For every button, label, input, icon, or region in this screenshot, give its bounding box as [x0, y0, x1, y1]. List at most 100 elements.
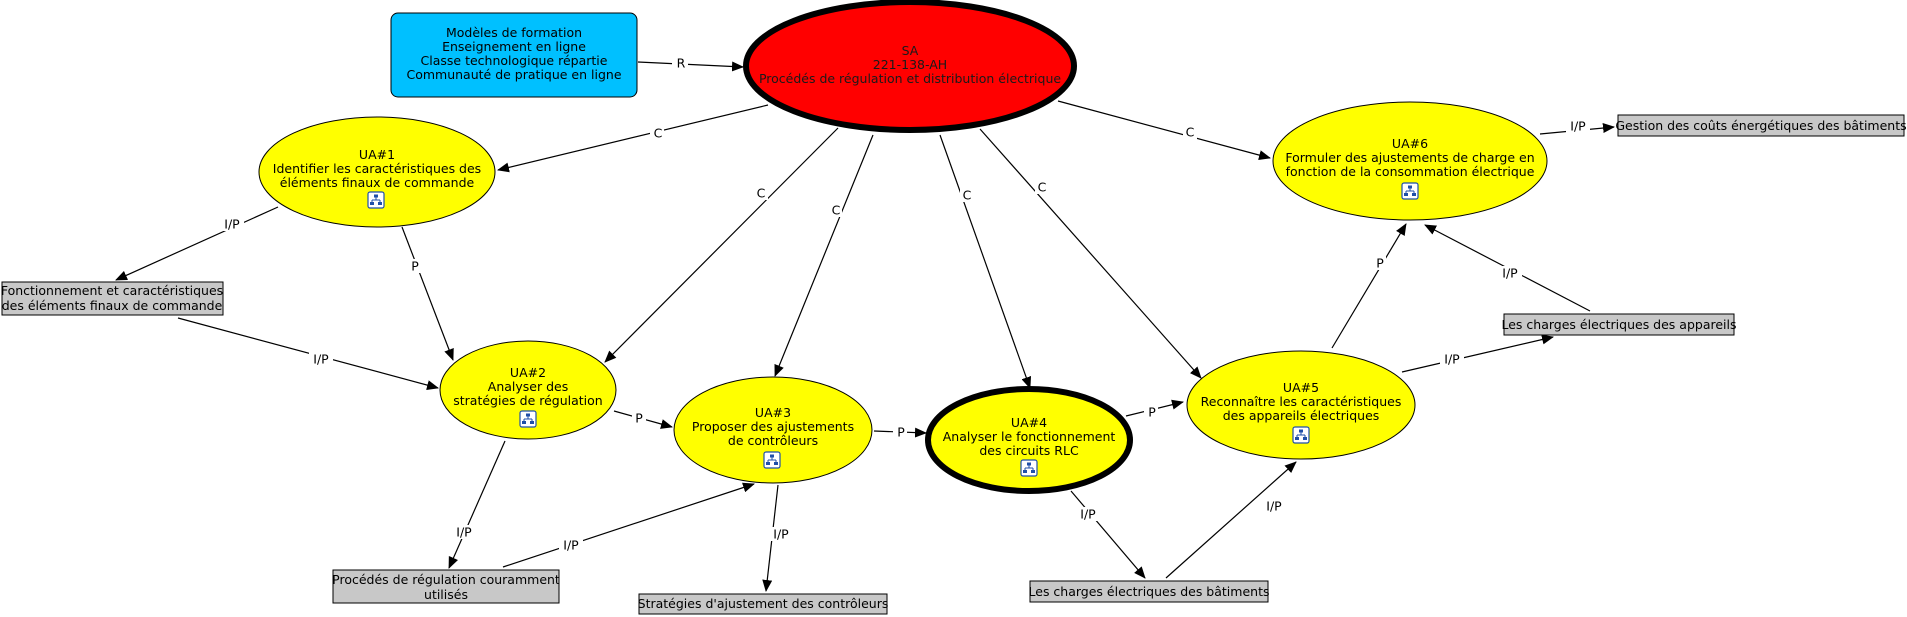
- source-box: [390, 12, 638, 98]
- edge-label-p: P: [411, 259, 419, 274]
- edge-label-p: P: [897, 425, 905, 440]
- resource-node-r1[interactable]: Fonctionnement et caractéristiques des é…: [1, 281, 224, 316]
- edge-label-ip: I/P: [563, 538, 579, 553]
- svg-text:221-138-AH: 221-138-AH: [873, 57, 947, 72]
- resource-line: utilisés: [424, 587, 468, 602]
- hierarchy-icon[interactable]: [1401, 182, 1419, 200]
- unit-line: des appareils électriques: [1223, 408, 1380, 423]
- unit-node-ua6[interactable]: UA#6 Formuler des ajustements de charge …: [1272, 101, 1548, 221]
- svg-text:Enseignement en ligne: Enseignement en ligne: [442, 39, 586, 54]
- resource-box: [332, 569, 560, 604]
- svg-text:Analyser le fonctionnement: Analyser le fonctionnement: [943, 429, 1116, 444]
- unit-ellipse: [925, 386, 1133, 494]
- svg-text:Identifier les caractéristique: Identifier les caractéristiques des: [273, 161, 481, 176]
- edge-ua5-to-r5: [1401, 334, 1554, 373]
- source-node[interactable]: Modèles de formation Enseignement en lig…: [390, 12, 638, 98]
- resource-box: [1503, 313, 1735, 336]
- hierarchy-icon[interactable]: [519, 410, 537, 428]
- svg-text:Les charges électriques des bâ: Les charges électriques des bâtiments: [1029, 584, 1270, 599]
- unit-line: Identifier les caractéristiques des: [273, 161, 481, 176]
- edge-label-ip: I/P: [1444, 352, 1460, 367]
- resource-node-r6[interactable]: Gestion des coûts énergétiques des bâtim…: [1615, 114, 1907, 137]
- edge-label-ip: I/P: [1502, 266, 1518, 281]
- unit-ellipse: [439, 340, 617, 440]
- resource-node-r2[interactable]: Procédés de régulation couramment utilis…: [332, 569, 560, 604]
- svg-text:Reconnaître les caractéristiqu: Reconnaître les caractéristiques: [1201, 394, 1402, 409]
- edge-label-ip: I/P: [1080, 507, 1096, 522]
- unit-line: Formuler des ajustements de charge en: [1285, 150, 1534, 165]
- sa-ellipse: [743, 0, 1077, 133]
- sa-node[interactable]: SA 221-138-AH Procédés de régulation et …: [743, 0, 1077, 133]
- svg-text:UA#4: UA#4: [1011, 415, 1047, 430]
- svg-text:Analyser des: Analyser des: [488, 379, 568, 394]
- unit-node-ua4[interactable]: UA#4 Analyser le fonctionnement des circ…: [925, 386, 1133, 494]
- svg-text:UA#6: UA#6: [1392, 136, 1428, 151]
- edge-ua1-to-r1: [115, 206, 279, 281]
- svg-text:de contrôleurs: de contrôleurs: [728, 433, 818, 448]
- edge-ua1-to-ua2: [401, 226, 454, 361]
- edge-r2-to-ua3: [502, 482, 755, 568]
- unit-title: UA#5: [1283, 380, 1319, 395]
- unit-line: Analyser le fonctionnement: [943, 429, 1116, 444]
- unit-line: Proposer des ajustements: [692, 419, 854, 434]
- edge-r4-to-ua5: [1165, 461, 1297, 579]
- svg-text:des appareils électriques: des appareils électriques: [1223, 408, 1380, 423]
- hierarchy-icon[interactable]: [1020, 459, 1038, 477]
- edge-sa-to-ua2: [604, 127, 839, 363]
- unit-ellipse: [1186, 350, 1416, 460]
- edge-source-to-sa: [637, 61, 744, 72]
- sa-title: SA: [902, 43, 919, 58]
- unit-node-ua2[interactable]: UA#2 Analyser des stratégies de régulati…: [439, 340, 617, 440]
- edge-label-c: C: [1038, 180, 1047, 195]
- edge-label-c: C: [963, 188, 972, 203]
- svg-text:des éléments finaux de command: des éléments finaux de commande: [2, 298, 223, 313]
- edge-label-p: P: [1376, 256, 1384, 271]
- svg-text:UA#5: UA#5: [1283, 380, 1319, 395]
- svg-text:Classe technologique répartie: Classe technologique répartie: [421, 53, 608, 68]
- svg-text:des circuits RLC: des circuits RLC: [979, 443, 1079, 458]
- svg-text:SA: SA: [902, 43, 919, 58]
- edge-label-c: C: [1186, 125, 1195, 140]
- sa-code: 221-138-AH: [873, 57, 947, 72]
- source-line: Modèles de formation: [446, 25, 582, 40]
- unit-title: UA#6: [1392, 136, 1428, 151]
- unit-line: éléments finaux de commande: [280, 175, 475, 190]
- resource-node-r3[interactable]: Stratégies d'ajustement des contrôleurs: [638, 593, 889, 615]
- resource-node-r5[interactable]: Les charges électriques des appareils: [1502, 313, 1737, 336]
- resource-box: [1029, 580, 1269, 603]
- svg-text:utilisés: utilisés: [424, 587, 468, 602]
- resource-box: [638, 593, 888, 615]
- svg-text:Modèles de formation: Modèles de formation: [446, 25, 582, 40]
- unit-line: fonction de la consommation électrique: [1286, 164, 1535, 179]
- edge-label-c: C: [654, 126, 663, 141]
- hierarchy-icon[interactable]: [1292, 426, 1310, 444]
- resource-line: Stratégies d'ajustement des contrôleurs: [638, 596, 889, 611]
- unit-title: UA#3: [755, 405, 791, 420]
- unit-node-ua3[interactable]: UA#3 Proposer des ajustements de contrôl…: [673, 376, 873, 484]
- unit-ellipse: [673, 376, 873, 484]
- edge-label-ip: I/P: [1266, 499, 1282, 514]
- hierarchy-icon[interactable]: [763, 451, 781, 469]
- svg-text:fonction de la consommation él: fonction de la consommation électrique: [1286, 164, 1535, 179]
- sa-description: Procédés de régulation et distribution é…: [759, 71, 1061, 86]
- unit-node-ua5[interactable]: UA#5 Reconnaître les caractéristiques de…: [1186, 350, 1416, 460]
- unit-ellipse: [258, 116, 496, 228]
- edge-label-ip: I/P: [224, 217, 240, 232]
- svg-text:Stratégies d'ajustement des co: Stratégies d'ajustement des contrôleurs: [638, 596, 889, 611]
- resource-line: des éléments finaux de commande: [2, 298, 223, 313]
- resource-line: Procédés de régulation couramment: [332, 572, 560, 587]
- unit-node-ua1[interactable]: UA#1 Identifier les caractéristiques des…: [258, 116, 496, 228]
- svg-text:Communauté de pratique en lign: Communauté de pratique en ligne: [406, 67, 621, 82]
- resource-node-r4[interactable]: Les charges électriques des bâtiments: [1029, 580, 1270, 603]
- edge-sa-to-ua3: [774, 134, 874, 377]
- svg-text:Fonctionnement et caractéristi: Fonctionnement et caractéristiques: [1, 283, 223, 298]
- source-line: Communauté de pratique en ligne: [406, 67, 621, 82]
- unit-title: UA#4: [1011, 415, 1047, 430]
- edge-label-ip: I/P: [313, 352, 329, 367]
- hierarchy-icon[interactable]: [367, 191, 385, 209]
- resource-box: [1617, 114, 1905, 137]
- svg-text:UA#2: UA#2: [510, 365, 546, 380]
- resource-line: Gestion des coûts énergétiques des bâtim…: [1615, 118, 1906, 133]
- svg-text:Gestion des coûts énergétiques: Gestion des coûts énergétiques des bâtim…: [1615, 118, 1906, 133]
